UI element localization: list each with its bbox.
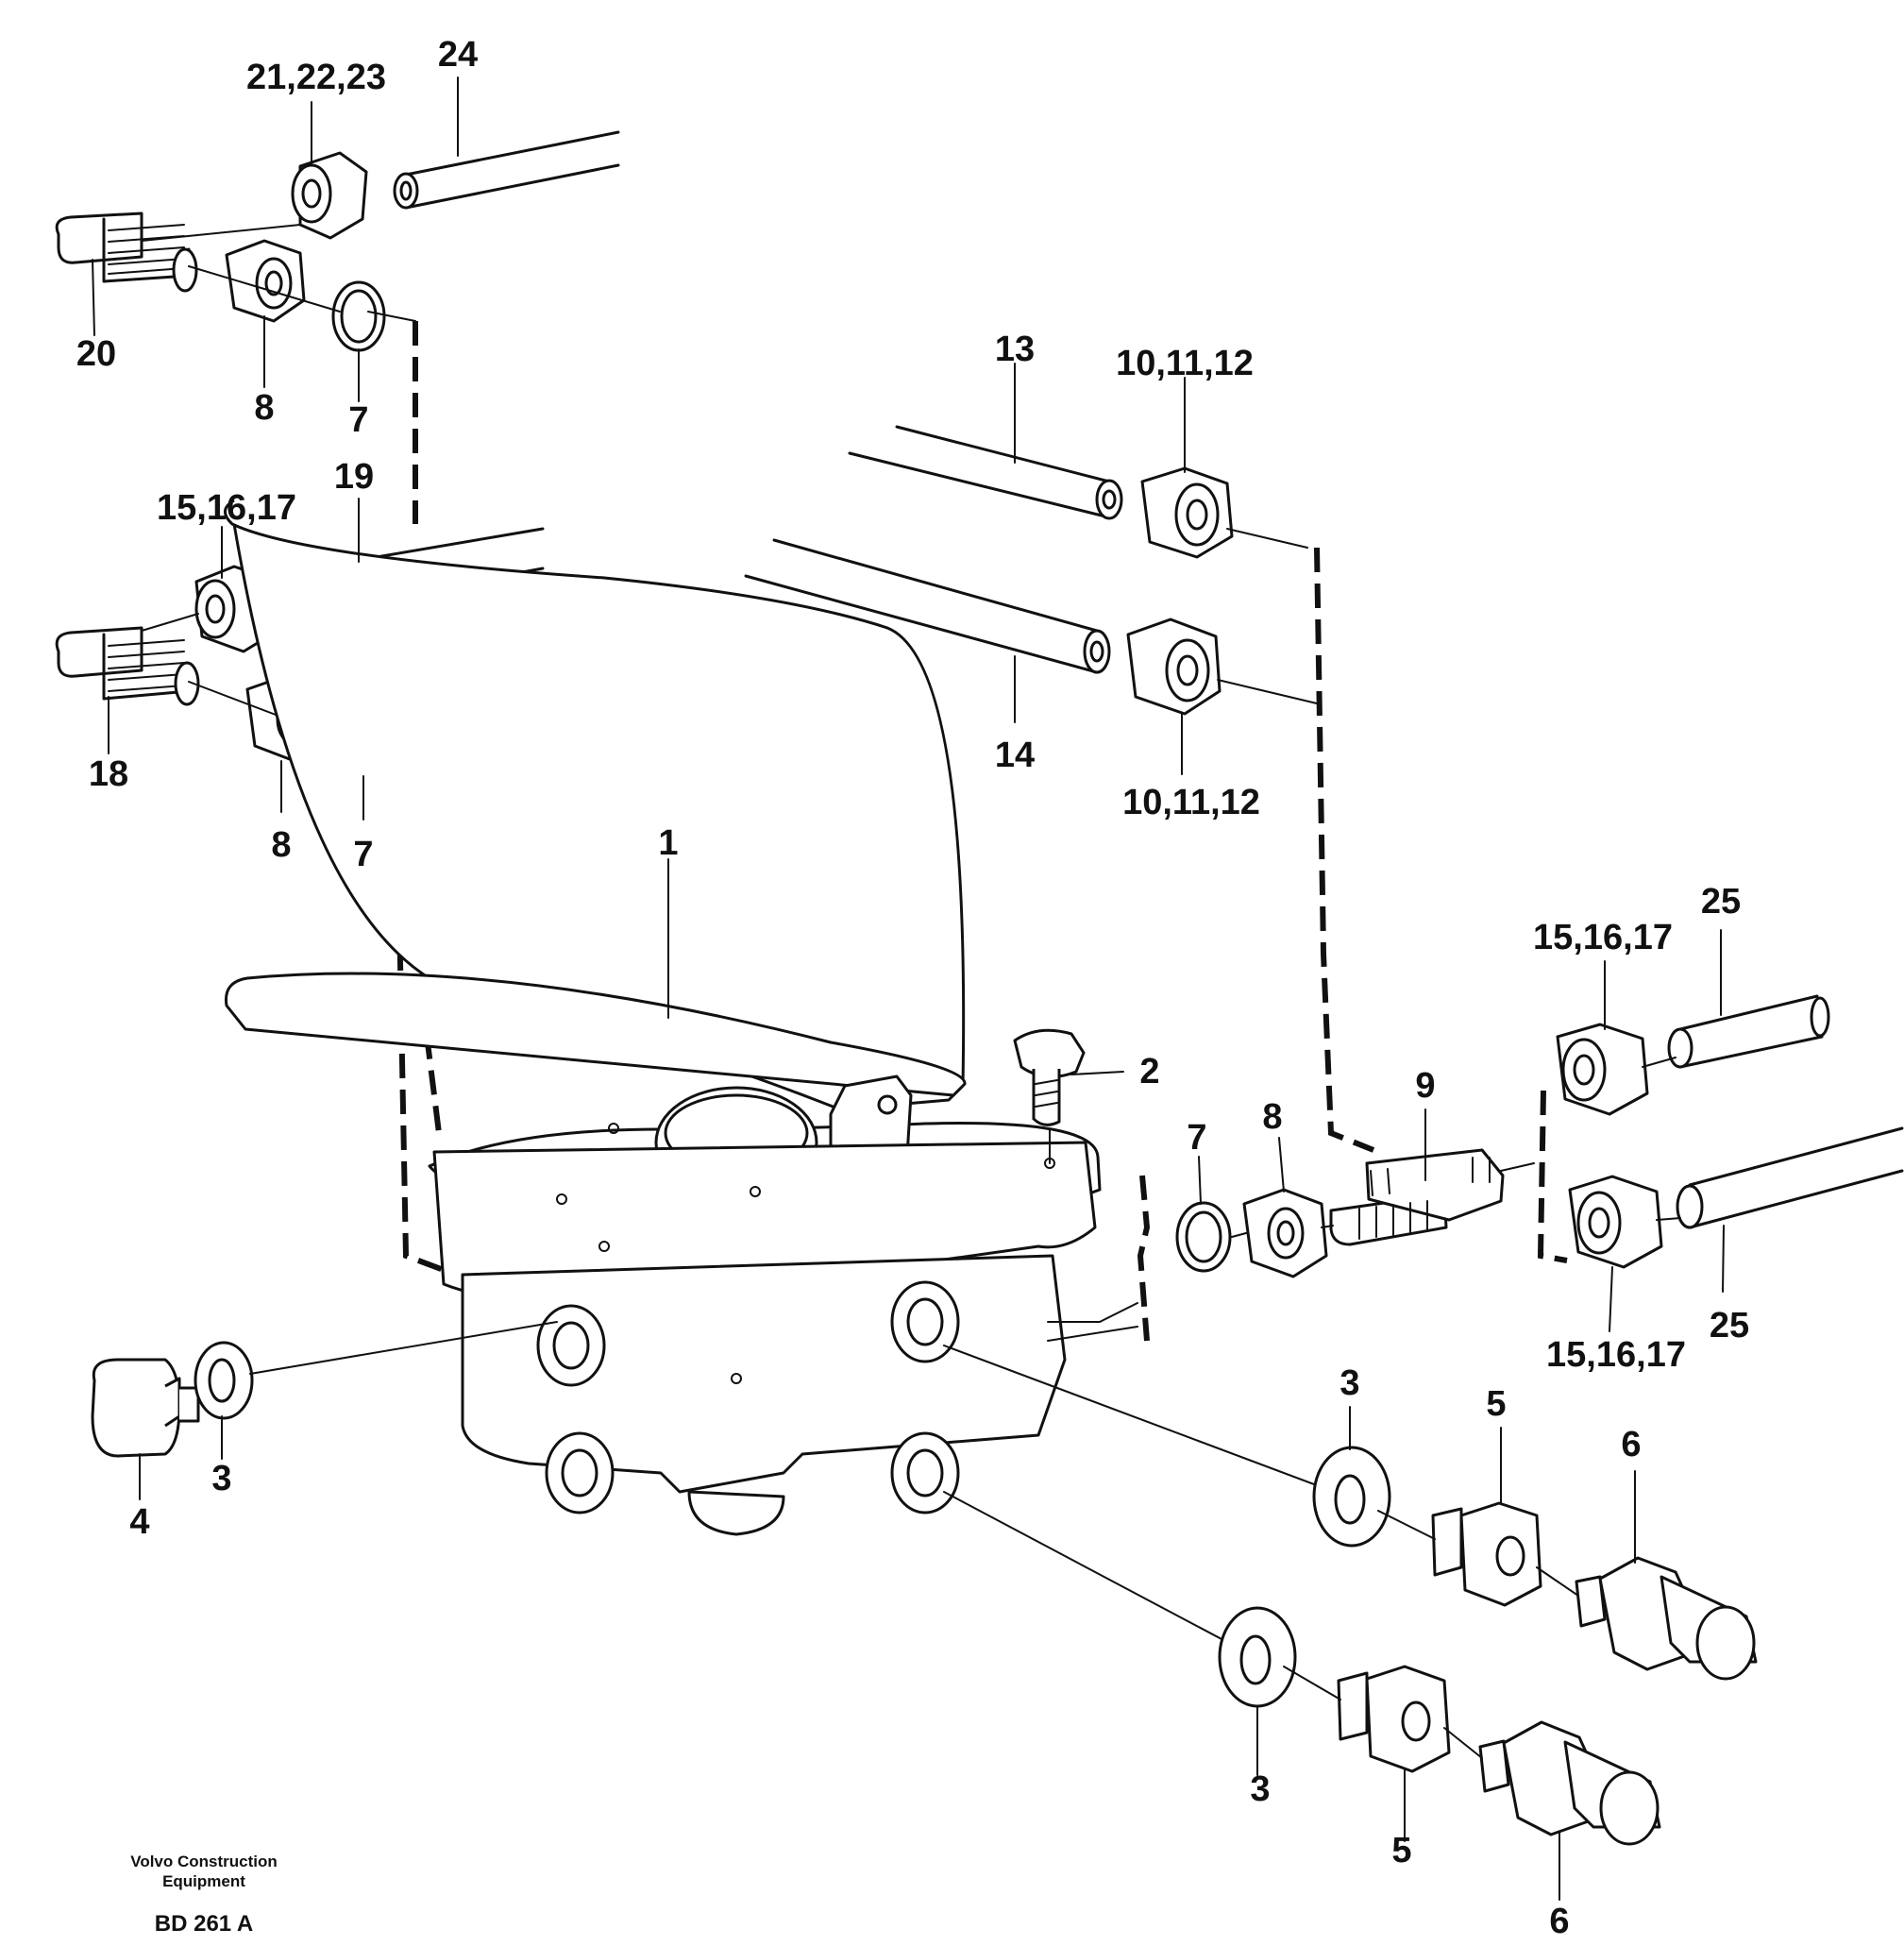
part-5-adapter-upper xyxy=(1431,1501,1542,1607)
callout-7-right: 7 xyxy=(1187,1118,1207,1158)
part-13-pipe xyxy=(848,425,1123,520)
callout-14: 14 xyxy=(994,736,1036,775)
callout-13: 13 xyxy=(994,330,1036,369)
part-7-ring-top xyxy=(331,280,386,352)
callout-6-upper: 6 xyxy=(1621,1425,1642,1464)
callout-9: 9 xyxy=(1415,1066,1436,1106)
callout-1: 1 xyxy=(658,823,679,863)
callout-2: 2 xyxy=(1139,1052,1160,1091)
callout-4: 4 xyxy=(129,1502,150,1542)
part-21-22-23-nut xyxy=(291,151,368,240)
part-3-washer-lower xyxy=(1218,1606,1297,1708)
part-20-nipple xyxy=(55,212,198,293)
callout-3-lower: 3 xyxy=(1250,1769,1271,1809)
part-10-11-12-nut-bottom xyxy=(1126,618,1222,716)
callout-7-top: 7 xyxy=(348,400,369,440)
credit-line-1: Volvo Construction xyxy=(130,1853,278,1870)
part-4-plug xyxy=(91,1358,200,1458)
part-5-adapter-lower xyxy=(1337,1665,1451,1773)
credit-line-2: Equipment xyxy=(162,1872,245,1890)
callout-15-16-17-right-bottom: 15,16,17 xyxy=(1546,1335,1686,1375)
callout-24: 24 xyxy=(437,35,479,75)
callout-8-right: 8 xyxy=(1262,1097,1283,1137)
part-1-brake-valve xyxy=(224,499,1102,1536)
callout-leaders xyxy=(92,76,1725,1901)
callout-3-upper: 3 xyxy=(1340,1363,1360,1403)
part-9-tee-fitting xyxy=(1231,1148,1535,1246)
callout-10-11-12-top: 10,11,12 xyxy=(1116,344,1254,383)
part-15-16-17-nut-right-bottom xyxy=(1568,1175,1663,1269)
drawing-code: BD 261 A xyxy=(154,1911,254,1937)
callout-10-11-12-bottom: 10,11,12 xyxy=(1122,783,1260,822)
callout-25-top: 25 xyxy=(1700,882,1742,922)
part-24-pipe xyxy=(393,130,620,210)
callout-5-lower: 5 xyxy=(1391,1831,1412,1870)
part-7-ring-right xyxy=(1175,1201,1232,1273)
part-6-sensor-lower xyxy=(1478,1720,1661,1846)
callout-15-16-17-right-top: 15,16,17 xyxy=(1533,918,1673,957)
part-3-washer-left xyxy=(194,1341,254,1420)
part-14-pipe xyxy=(744,538,1111,674)
part-8-nut-right xyxy=(1242,1188,1328,1278)
part-2-bolt xyxy=(1013,1028,1086,1164)
part-8-nut-top xyxy=(225,239,306,323)
callout-8-top: 8 xyxy=(254,388,275,428)
part-25-pipe-top xyxy=(1667,994,1830,1069)
callout-21-22-23: 21,22,23 xyxy=(246,58,386,97)
callout-20: 20 xyxy=(76,334,117,374)
callout-8-mid: 8 xyxy=(271,825,292,865)
part-10-11-12-nut-top xyxy=(1140,466,1234,559)
callout-19: 19 xyxy=(333,457,375,497)
callout-3-left: 3 xyxy=(211,1459,232,1498)
part-18-nipple xyxy=(55,626,200,706)
part-3-washer-upper xyxy=(1312,1446,1391,1548)
callout-6-lower: 6 xyxy=(1549,1902,1570,1941)
callout-15-16-17-left: 15,16,17 xyxy=(157,488,296,528)
callout-7-mid: 7 xyxy=(353,835,374,874)
part-6-sensor-upper xyxy=(1575,1556,1758,1681)
callout-25-bottom: 25 xyxy=(1709,1306,1750,1345)
callout-18: 18 xyxy=(88,754,129,794)
callout-5-upper: 5 xyxy=(1486,1384,1507,1424)
part-25-pipe-bottom xyxy=(1676,1126,1904,1229)
part-15-16-17-nut-right-top xyxy=(1556,1023,1649,1116)
